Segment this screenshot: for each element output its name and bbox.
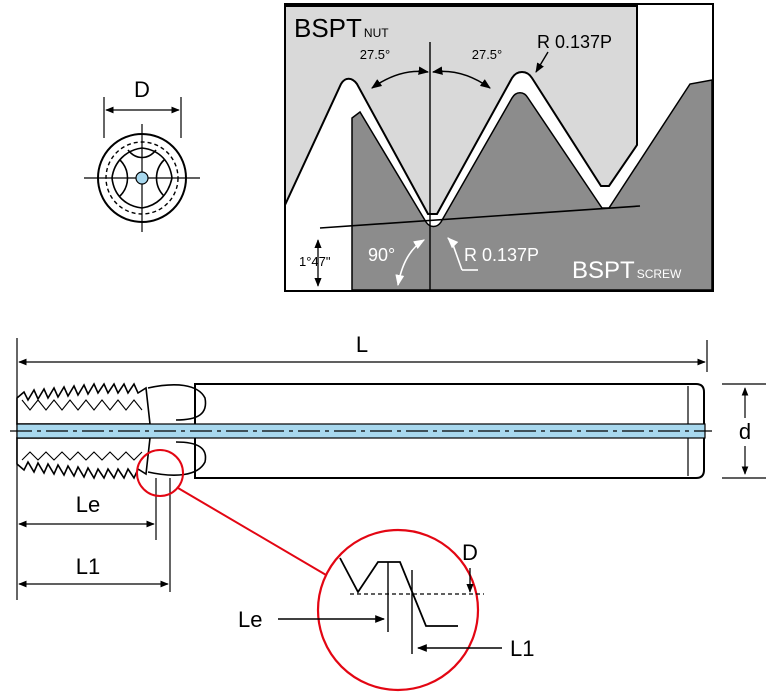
- end-view: D: [84, 77, 200, 232]
- nut-label-sub: NUT: [364, 26, 389, 40]
- nut-crest-radius-label: R 0.137P: [537, 32, 612, 52]
- flute-runout-upper: [147, 384, 207, 421]
- overall-length-label: L: [356, 332, 368, 357]
- flank-angle-left-label: 27.5°: [360, 47, 391, 62]
- l1-label: L1: [76, 554, 100, 579]
- right-angle-arc: [395, 239, 425, 287]
- detail-diameter-label: D: [462, 540, 478, 565]
- thread-hatching-upper: [21, 399, 143, 411]
- detail-le-label: Le: [238, 607, 262, 632]
- taper-line: [319, 205, 641, 229]
- flank-angle-right-arc: [431, 66, 491, 89]
- coolant-hole-icon: [135, 171, 149, 185]
- thread-hatching-lower: [21, 451, 143, 461]
- nut-crest-radius-leader: [535, 51, 549, 73]
- screw-root-radius-label: R 0.137P: [464, 245, 539, 265]
- screw-root-radius-leader: [447, 237, 463, 271]
- detail-l1-label: L1: [510, 636, 534, 661]
- taper-angle-label: 1°47": [299, 254, 331, 269]
- shank-diameter-label: d: [739, 419, 751, 444]
- screw-label-sub: SCREW: [637, 267, 682, 281]
- detail-thread-profile: [339, 557, 458, 627]
- flute-runout-lower: [147, 441, 207, 476]
- flank-angle-right-label: 27.5°: [472, 47, 503, 62]
- detail-circle: [316, 528, 480, 692]
- tap-side-view: L d Le L1: [10, 332, 766, 600]
- end-view-dimension-label: D: [134, 77, 150, 102]
- detail-source-circle: [136, 449, 184, 497]
- le-label: Le: [76, 492, 100, 517]
- detail-view: D Le L1: [136, 449, 534, 692]
- nut-thread-region: [284, 5, 638, 215]
- detail-connector-line: [177, 487, 339, 583]
- nut-label-main: BSPT: [294, 13, 362, 43]
- right-angle-label: 90°: [368, 245, 395, 265]
- screw-label-main: BSPT: [572, 257, 635, 284]
- flank-angle-left-arc: [371, 66, 430, 89]
